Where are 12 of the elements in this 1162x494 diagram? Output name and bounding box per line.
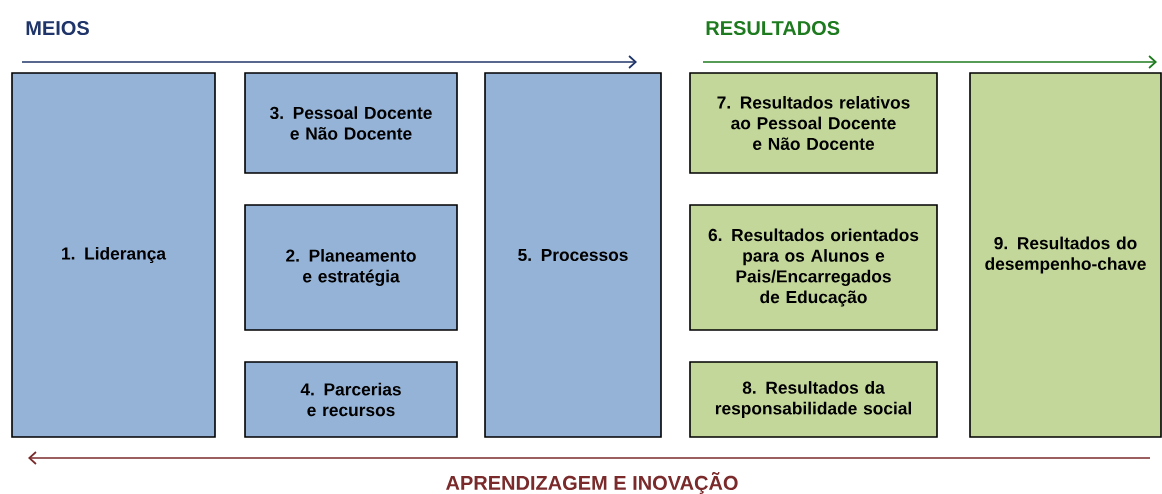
category-box: 5. Processos — [484, 72, 662, 438]
section-heading: MEIOS — [26, 20, 89, 36]
category-box: 1. Liderança — [11, 72, 216, 438]
category-box: 4. Parcerias e recursos — [244, 361, 458, 438]
category-box: 3. Pessoal Docente e Não Docente — [244, 72, 458, 174]
section-heading: APRENDIZAGEM E INOVAÇÃO — [446, 472, 738, 494]
section-heading: RESULTADOS — [706, 20, 840, 36]
category-box: 9. Resultados do desempenho-chave — [969, 72, 1162, 438]
category-box: 8. Resultados da responsabilidade social — [689, 361, 938, 438]
category-box: 7. Resultados relativos ao Pessoal Docente e Não Docente — [689, 72, 938, 174]
category-box: 6. Resultados orientados para os Alunos e Pais/Encarregados de Educação — [689, 204, 938, 331]
category-box: 2. Planeamento e estratégia — [244, 204, 458, 331]
